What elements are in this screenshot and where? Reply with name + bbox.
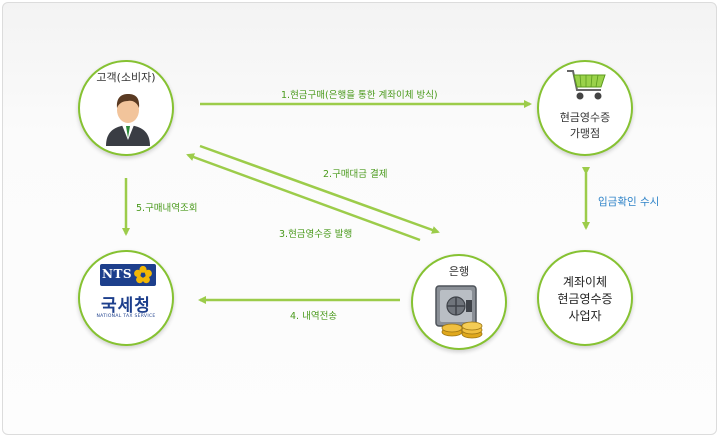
nts-logo-text: NTS [102,267,132,281]
business-label-line1: 계좌이체 [539,274,631,290]
shopping-cart-icon [565,68,609,102]
nts-node: NTS 국세청 NATIONAL TAX SERVICE [78,250,174,346]
business-label-line2: 현금영수증 [539,291,631,307]
store-label-line1: 현금영수증 [539,110,631,125]
nts-name: 국세청 [80,291,172,316]
customer-node: 고객(소비자) [78,60,174,156]
deposit-label: 입금확인 수시 [598,194,659,209]
businessman-icon [102,88,154,146]
bank-node: 은행 [411,254,507,350]
business-node: 계좌이체 현금영수증 사업자 [537,250,633,346]
business-label-line3: 사업자 [539,308,631,324]
arrow-3-label: 3.현금영수증 발행 [279,226,352,240]
arrow-5-label: 5.구매내역조회 [136,200,198,214]
arrow-2 [200,146,438,232]
store-node: 현금영수증 가맹점 [537,60,633,156]
vault-with-coins-icon [430,282,492,342]
arrow-1-label: 1.현금구매(은행을 통한 계좌이체 방식) [281,87,438,101]
nts-subtitle: NATIONAL TAX SERVICE [80,314,172,319]
arrow-2-label: 2.구매대금 결제 [323,166,388,180]
nts-logo: NTS [100,264,156,286]
nts-flower-icon [133,265,153,285]
store-label-line2: 가맹점 [539,126,631,141]
customer-label: 고객(소비자) [80,70,172,85]
bank-label: 은행 [413,264,505,279]
arrow-4-label: 4. 내역전송 [290,308,337,322]
